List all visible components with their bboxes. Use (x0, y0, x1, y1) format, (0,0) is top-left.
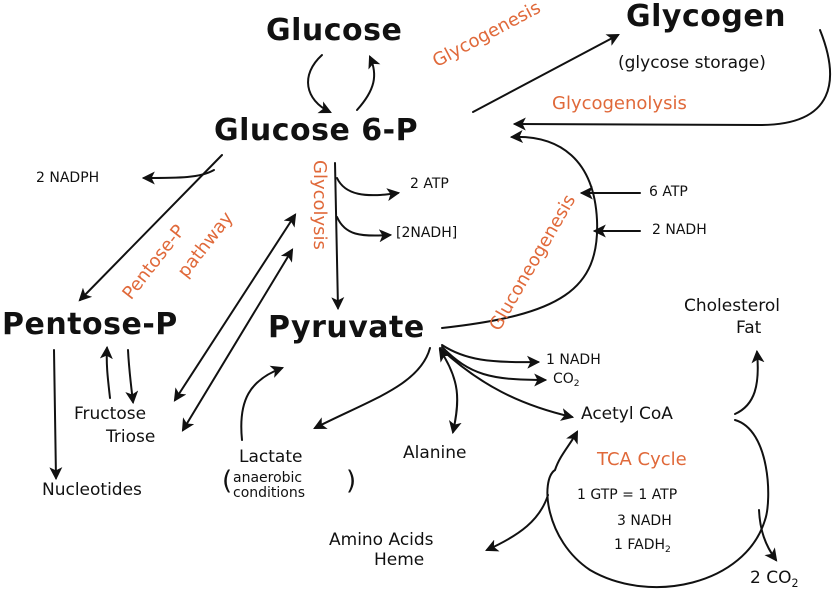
arrow-lactate-to-pyruvate (240, 365, 285, 441)
arrow-nadph-out (141, 169, 215, 185)
co2-out-text: 2 CO (750, 568, 792, 588)
co2-out-subscript: 2 (791, 576, 799, 590)
tca-fadh: 1 FADH2 (614, 538, 671, 555)
arrow-tca-co2 (758, 509, 778, 562)
label-2nadh-bracket: [2NADH] (396, 225, 458, 241)
arrow-nucleotides (49, 349, 63, 481)
arrow-glycogenesis (472, 33, 620, 113)
node-fructose: Fructose (74, 404, 147, 424)
label-2-nadh: 2 NADH (652, 222, 707, 238)
node-glycogen: Glycogen (626, 0, 787, 34)
arrow-1nadh-out (441, 344, 541, 369)
node-heme: Heme (374, 550, 425, 570)
label-6-atp: 6 ATP (649, 184, 688, 200)
label-2-co2: 2 CO2 (750, 570, 799, 589)
arrow-pentose-pathway (78, 154, 223, 302)
lactate-note-1: anaerobic (233, 470, 303, 486)
tca-nadh: 3 NADH (617, 513, 672, 529)
arrow-to-cholesterol (734, 349, 765, 415)
lactate-paren-right: ) (346, 466, 357, 496)
arrow-glucose-to-g6p (307, 54, 332, 114)
arrow-to-amino-acids (485, 494, 549, 552)
arrow-pyruvate-to-lactate (313, 347, 431, 429)
node-cholesterol: Cholesterol (684, 296, 780, 316)
node-acetyl-coa: Acetyl CoA (581, 404, 673, 424)
arrow-fructose-to-pentose (99, 345, 113, 399)
node-nucleotides: Nucleotides (42, 480, 142, 500)
node-pyruvate: Pyruvate (268, 310, 425, 345)
node-alanine: Alanine (403, 443, 467, 463)
arrow-g6p-to-glucose (356, 55, 381, 111)
arrow-glycolysis (331, 162, 345, 311)
arrow-co2-out (441, 346, 548, 387)
lactate-paren-left: ( (222, 466, 233, 496)
lactate-note-2: conditions (233, 485, 306, 501)
arrow-pentose-to-fructose (125, 349, 139, 405)
tca-fadh-text: 1 FADH (614, 537, 666, 553)
node-pentose-p: Pentose-P (2, 307, 178, 342)
co2-text: CO (553, 371, 574, 387)
arrow-glycogenolysis (512, 29, 831, 131)
tca-gtp: 1 GTP = 1 ATP (577, 487, 678, 503)
pathway-tca-cycle: TCA Cycle (597, 449, 687, 470)
arrow-to-acetyl-coa (439, 347, 575, 421)
label-co2: CO2 (553, 372, 580, 389)
co2-subscript: 2 (573, 379, 580, 390)
node-glucose: Glucose (266, 13, 403, 48)
node-glucose-6p: Glucose 6-P (214, 113, 419, 148)
label-2-nadph: 2 NADPH (36, 170, 100, 186)
tca-fadh-subscript: 2 (665, 545, 671, 556)
node-lactate: Lactate (239, 447, 303, 467)
arrow-alanine-pyruvate (438, 348, 462, 435)
arrow-triose-glycolysis (181, 248, 294, 432)
node-fat: Fat (736, 318, 762, 338)
node-amino-acids: Amino Acids (329, 530, 434, 550)
label-2-atp: 2 ATP (410, 176, 449, 192)
tca-cycle-loop (546, 419, 770, 589)
glycogen-note: (glycose storage) (618, 53, 766, 73)
node-triose: Triose (106, 427, 156, 447)
pathway-glycogenolysis: Glycogenolysis (552, 93, 687, 114)
arrow-2nadh-out (336, 216, 393, 243)
pathway-glycolysis: Glycolysis (309, 160, 330, 250)
label-1-nadh: 1 NADH (546, 352, 601, 368)
arrow-2atp-out (336, 177, 401, 202)
